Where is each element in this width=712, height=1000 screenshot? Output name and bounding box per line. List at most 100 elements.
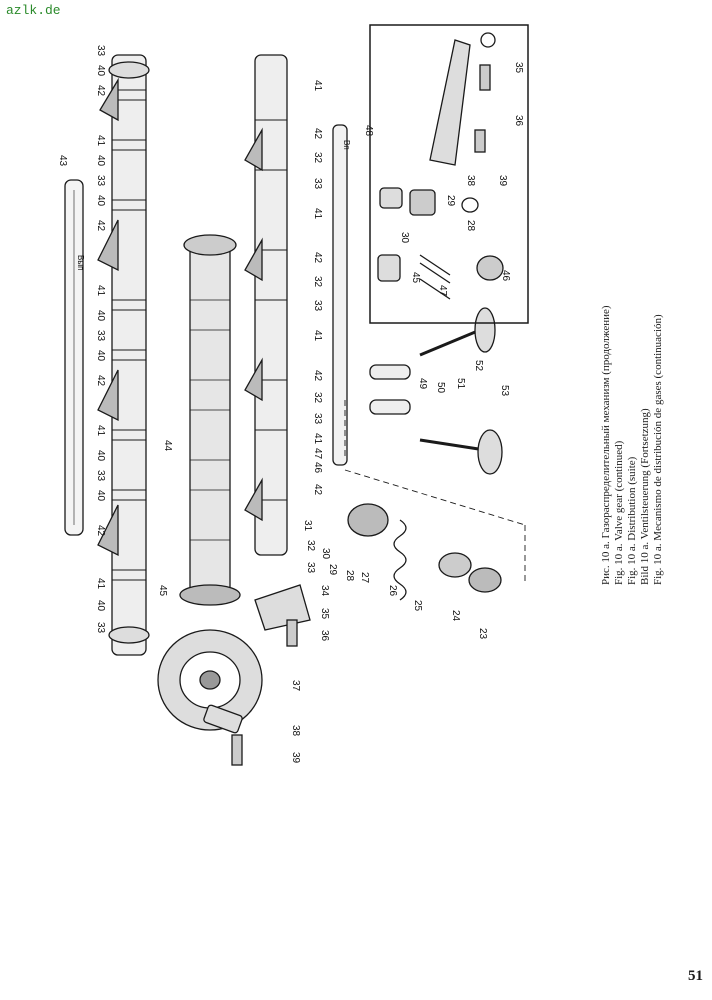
callout: 40 (95, 65, 106, 77)
callout: 34 (319, 585, 330, 597)
caption-line-es: Fig. 10 a. Mecanismo de distribución de … (652, 314, 664, 585)
callouts-top-row: 33 40 42 41 40 33 40 42 41 40 33 40 42 4… (95, 45, 106, 634)
callout: 36 (319, 630, 330, 642)
callout: 47 (437, 285, 448, 297)
callout: 42 (312, 128, 323, 140)
callout: 48 (363, 125, 374, 137)
caption-line-de: Bild 10 a. Ventilsteuerung (Fortsetzung) (639, 408, 651, 585)
callout: 33 (305, 562, 316, 574)
callout: 37 (290, 680, 301, 692)
bolt-39 (231, 734, 243, 766)
callout: 53 (499, 385, 510, 397)
callout: 45 (157, 585, 168, 597)
caption-line-en: Fig. 10 a. Valve gear (continued) (613, 440, 625, 585)
caption-line-fr: Fig. 10 a. Distribution (suite) (626, 456, 638, 585)
callouts-upper-right-row: 41 42 32 33 41 42 32 33 41 42 32 33 41 4… (305, 80, 323, 574)
callout: 41 (95, 425, 106, 437)
lock-plate-38 (203, 704, 243, 734)
callout: 35 (513, 62, 524, 74)
callout: 39 (497, 175, 508, 187)
shaft-43-marking: Вып (76, 255, 85, 270)
callout: 40 (95, 155, 106, 167)
callout: 31 (302, 520, 313, 532)
watermark: azlk.de (6, 3, 61, 18)
callout: 42 (312, 252, 323, 264)
rocker-shaft-43 (64, 179, 84, 536)
tappets-49 (369, 364, 411, 415)
callout: 42 (95, 375, 106, 387)
callout: 41 (312, 330, 323, 342)
callout: 44 (162, 440, 173, 452)
callouts-camshaft: 43 44 45 31 30 29 28 27 26 25 24 23 34 3… (57, 155, 488, 764)
callout: 47 (312, 448, 323, 460)
callout: 23 (477, 628, 488, 640)
valve-spring-parts (347, 503, 502, 601)
callout: 39 (290, 752, 301, 764)
callout: 33 (312, 178, 323, 190)
valve-50-52 (419, 307, 503, 475)
rocker-shaft-assembly-lower (244, 54, 288, 556)
callout: 26 (387, 585, 398, 597)
callout: 32 (312, 392, 323, 404)
callout: 42 (312, 370, 323, 382)
callout: 42 (95, 85, 106, 97)
timing-gear-37 (157, 629, 263, 731)
callout: 49 (417, 378, 428, 390)
callouts-inset: 35 36 38 39 30 29 28 45 47 46 (399, 62, 524, 297)
camshaft-44 (179, 234, 241, 606)
rocker-shaft-assembly-upper (97, 54, 150, 656)
callout: 41 (312, 208, 323, 220)
callout: 40 (95, 450, 106, 462)
callouts-valves: 48 49 50 51 52 53 (363, 125, 510, 397)
callout: 33 (95, 470, 106, 482)
callout: 40 (95, 350, 106, 362)
callout: 52 (473, 360, 484, 372)
callout: 33 (312, 300, 323, 312)
callout: 40 (95, 195, 106, 207)
callout: 45 (410, 272, 421, 284)
callout: 40 (95, 600, 106, 612)
shaft-48 (332, 124, 348, 466)
bolt-36 (286, 619, 298, 647)
callout: 41 (95, 135, 106, 147)
callout: 41 (95, 578, 106, 590)
inset-frame (369, 24, 529, 324)
callout: 32 (312, 152, 323, 164)
callout: 28 (465, 220, 476, 232)
callout: 33 (95, 45, 106, 57)
callout: 46 (312, 462, 323, 474)
callout: 38 (465, 175, 476, 187)
caption-line-ru: Рис. 10 а. Газораспределительный механиз… (600, 305, 612, 585)
callout: 24 (450, 610, 461, 622)
callout: 32 (312, 276, 323, 288)
callout: 51 (455, 378, 466, 390)
callout: 33 (95, 330, 106, 342)
callout: 42 (95, 525, 106, 537)
callout: 42 (312, 484, 323, 496)
shaft-48-marking: Вп (342, 140, 351, 150)
callout: 29 (327, 564, 338, 576)
callout: 27 (359, 572, 370, 584)
callout: 41 (95, 285, 106, 297)
figure-caption: Рис. 10 а. Газораспределительный механиз… (600, 165, 665, 585)
callout: 50 (435, 382, 446, 394)
callout: 41 (312, 80, 323, 92)
callout: 40 (95, 310, 106, 322)
callout: 35 (319, 608, 330, 620)
callout: 38 (290, 725, 301, 737)
callout: 25 (412, 600, 423, 612)
thrust-plate-34 (254, 584, 311, 631)
callout: 46 (500, 270, 511, 282)
callout: 29 (445, 195, 456, 207)
callout: 41 (312, 433, 323, 445)
callout: 33 (95, 175, 106, 187)
callout: 33 (95, 622, 106, 634)
callout: 42 (95, 220, 106, 232)
callout: 32 (305, 540, 316, 552)
page-number: 51 (688, 968, 703, 984)
callout: 40 (95, 490, 106, 502)
callout: 28 (344, 570, 355, 582)
callout: 36 (513, 115, 524, 127)
callout: 30 (399, 232, 410, 244)
